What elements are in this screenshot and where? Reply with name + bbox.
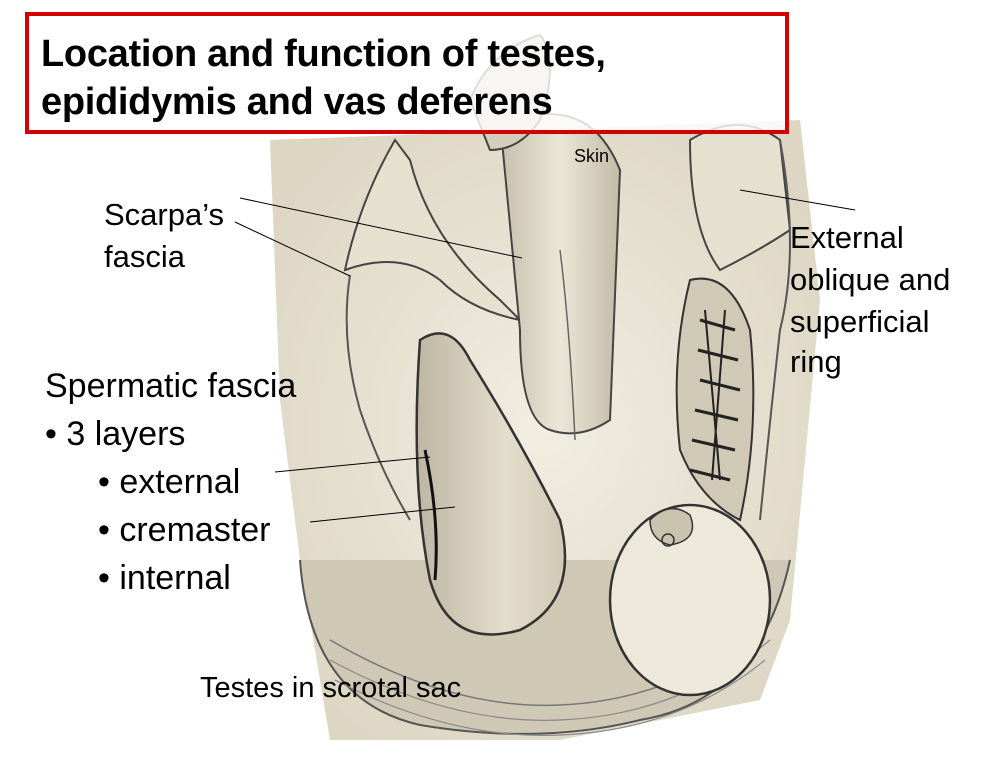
cremaster-layer-pointer [309, 506, 456, 523]
testes-caption: Testes in scrotal sac [200, 672, 462, 704]
right-spermatic-cord [675, 277, 755, 522]
scarpas-pointer-2 [234, 221, 351, 277]
title-line-1: Location and function of testes, [41, 33, 606, 75]
bullet-3-layers: • 3 layers [45, 415, 186, 453]
scarpas-label-line-1: Scarpa’s [104, 197, 225, 232]
bullet-cremaster: • cremaster [98, 511, 271, 549]
title-line-2: epididymis and vas deferens [41, 81, 553, 123]
external-oblique-label-line-2: oblique and [790, 262, 951, 297]
title-box: Location and function of testes, epididy… [25, 12, 789, 134]
scarpas-label-line-2: fascia [104, 239, 185, 274]
right-testis [608, 503, 772, 697]
external-layer-pointer [274, 456, 431, 473]
scarpas-pointer-1 [239, 197, 523, 259]
external-oblique-label-line-3: superficial [790, 304, 930, 339]
bullet-external: • external [98, 463, 241, 501]
bullet-internal: • internal [98, 559, 231, 597]
external-oblique-label-line-1: External [790, 220, 904, 255]
left-testis-covered [415, 332, 567, 636]
skin-label: Skin [574, 146, 610, 166]
external-oblique-label-line-4: ring [790, 344, 842, 379]
left-skin-flap [343, 138, 524, 322]
external-oblique-pointer [739, 189, 856, 211]
spermatic-fascia-heading: Spermatic fascia [45, 367, 297, 405]
